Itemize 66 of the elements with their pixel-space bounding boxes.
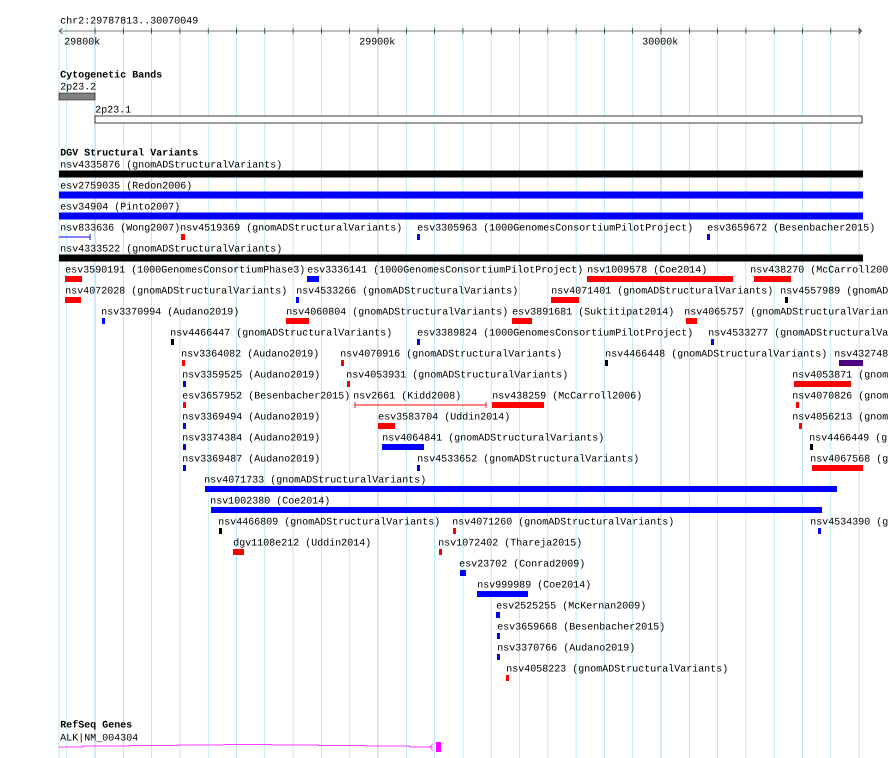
feature-label: esv3891681 (Suktitipat2014) bbox=[512, 307, 673, 317]
feature-label: nsv4466449 (g bbox=[810, 433, 886, 443]
feature-label: esv3583704 (Uddin2014) bbox=[378, 412, 509, 422]
feature-label: nsv4519369 (gnomADStructuralVariants) bbox=[181, 223, 401, 233]
feature-label: esv34904 (Pinto2007) bbox=[60, 202, 179, 212]
feature-label: nsv4335876 (gnomADStructuralVariants) bbox=[61, 160, 281, 170]
feature-label: nsv4533266 (gnomADStructuralVariants) bbox=[297, 286, 517, 296]
gene-label: ALK|NM_004304 bbox=[60, 733, 138, 743]
feature-label: nsv4533277 (gnomADStructuralVa bbox=[709, 328, 888, 338]
feature-label: esv3389824 (1000GenomesConsortiumPilotProject) bbox=[418, 328, 692, 338]
feature-label: nsv4070916 (gnomADStructuralVariants) bbox=[341, 349, 561, 359]
feature-label: nsv3369494 (Audano2019) bbox=[183, 412, 319, 422]
feature-label: nsv4466448 (gnomADStructuralVariants) bbox=[606, 349, 826, 359]
feature-label: nsv4060804 (gnomADStructuralVariants) bbox=[287, 307, 507, 317]
feature-label: esv3336141 (1000GenomesConsortiumPilotProject) bbox=[308, 265, 582, 275]
feature-label: nsv4533652 (gnomADStructuralVariants) bbox=[418, 454, 638, 464]
feature-label: nsv4071733 (gnomADStructuralVariants) bbox=[205, 475, 425, 485]
feature-label: nsv4064841 (gnomADStructuralVariants) bbox=[383, 433, 603, 443]
feature-label: nsv3369487 (Audano2019) bbox=[183, 454, 319, 464]
feature-label: nsv432748 bbox=[835, 350, 888, 357]
feature-label: nsv4070826 (gnom bbox=[793, 391, 888, 401]
feature-label: nsv3364082 (Audano2019) bbox=[182, 349, 318, 359]
feature-label: nsv4466447 (gnomADStructuralVariants) bbox=[171, 328, 391, 338]
feature-label: chr2:29787813..30070049 bbox=[60, 16, 198, 24]
feature-label: nsv4071260 (gnomADStructuralVariants) bbox=[453, 517, 673, 527]
feature-label: esv3657952 (Besenbacher2015) bbox=[182, 391, 349, 401]
track-heading: RefSeq Genes bbox=[60, 720, 132, 730]
axis-tick-label: 30000k bbox=[642, 37, 678, 45]
feature-label: nsv4072028 (gnomADStructuralVariants) bbox=[66, 286, 286, 296]
feature-label: 2p23.1 bbox=[96, 106, 131, 115]
feature-label: nsv3370994 (Audano2019) bbox=[102, 307, 238, 317]
feature-label: nsv4053871 (gnom bbox=[793, 370, 888, 380]
feature-label: nsv4065757 (gnomADStructuralVarian bbox=[685, 307, 888, 317]
feature-label: nsv4557989 (gnomAD bbox=[781, 286, 888, 296]
feature-label: esv2525255 (McKernan2009) bbox=[496, 601, 645, 611]
feature-label: nsv3359525 (Audano2019) bbox=[183, 370, 319, 380]
feature-label: nsv438270 (McCarroll200 bbox=[751, 265, 888, 275]
feature-label: nsv3374384 (Audano2019) bbox=[183, 433, 319, 443]
feature-label: esv23702 (Conrad2009) bbox=[460, 559, 584, 569]
feature-label: esv3659672 (Besenbacher2015) bbox=[708, 223, 874, 233]
feature-label: esv3659668 (Besenbacher2015) bbox=[498, 622, 664, 632]
feature-label: nsv2661 (Kidd2008) bbox=[354, 391, 460, 401]
feature-label: nsv4058223 (gnomADStructuralVariants) bbox=[507, 664, 727, 674]
feature-label: nsv3370766 (Audano2019) bbox=[498, 643, 634, 653]
feature-label: nsv4056213 (gnom bbox=[793, 412, 888, 422]
feature-label: dgv1108e212 (Uddin2014) bbox=[234, 538, 370, 548]
feature-label: nsv1002380 (Coe2014) bbox=[211, 496, 329, 506]
track-heading: DGV Structural Variants bbox=[60, 148, 198, 156]
feature-label: nsv4466809 (gnomADStructuralVariants) bbox=[219, 517, 439, 527]
feature-label: nsv999989 (Coe2014) bbox=[478, 580, 590, 590]
feature-label: esv2759035 (Redon2006) bbox=[60, 181, 191, 191]
axis-tick-label: 29900k bbox=[360, 37, 395, 45]
feature-label: nsv4333522 (gnomADStructuralVariants) bbox=[61, 244, 281, 254]
feature-label: nsv4067568 (g bbox=[811, 454, 888, 464]
track-heading: Cytogenetic Bands bbox=[60, 70, 162, 80]
feature-label: esv3305963 (1000GenomesConsortiumPilotProject) bbox=[418, 223, 692, 233]
feature-label: esv3590191 (1000GenomesConsortiumPhase3) bbox=[66, 265, 304, 275]
feature-label: nsv4053931 (gnomADStructuralVariants) bbox=[347, 370, 567, 380]
axis-tick-label: 29800k bbox=[64, 37, 100, 45]
feature-label: nsv1072402 (Thareja2015) bbox=[439, 538, 581, 548]
feature-label: 2p23.2 bbox=[60, 82, 96, 92]
feature-label: nsv833636 (Wong2007) bbox=[61, 223, 179, 233]
feature-label: nsv4071401 (gnomADStructuralVariants) bbox=[552, 286, 772, 296]
feature-label: nsv1009578 (Coe2014) bbox=[588, 265, 706, 275]
feature-label: nsv438259 (McCarroll2006) bbox=[493, 391, 641, 401]
feature-label: nsv4534390 (g bbox=[811, 517, 888, 527]
